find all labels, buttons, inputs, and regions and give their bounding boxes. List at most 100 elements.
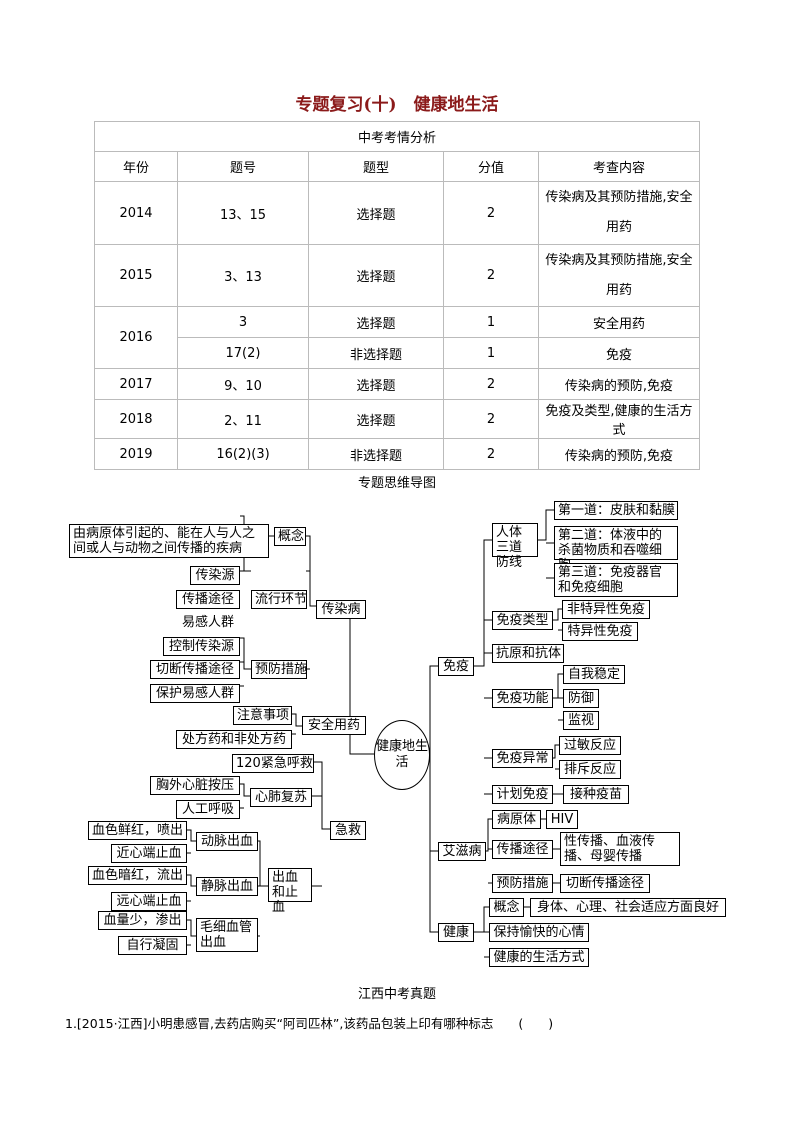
node-healthy-lifestyle: 健康的生活方式	[489, 948, 589, 967]
cell-year: 2014	[94, 181, 178, 245]
node-call-120: 120紧急呼救	[232, 754, 314, 773]
node-line-2: 第二道：体液中的杀菌物质和吞噬细胞	[554, 526, 678, 573]
node-immune-abnormal: 免疫异常	[492, 749, 553, 768]
node-susceptible: 易感人群	[176, 613, 240, 632]
node-planned-immunization: 计划免疫	[492, 785, 553, 804]
table-row: 17(2) 非选择题 1 免疫	[95, 337, 700, 369]
cell-year: 2018	[94, 399, 178, 439]
cell-score: 2	[443, 244, 539, 307]
cell-num: 3	[177, 306, 309, 338]
cell-num: 2、11	[177, 399, 309, 439]
table-row: 2014 13、15 选择题 2 传染病及其预防措施,安全用药	[94, 181, 700, 245]
cell-num: 9、10	[177, 368, 309, 400]
node-health: 健康	[438, 923, 474, 942]
node-health-concept-detail: 身体、心理、社会适应方面良好	[530, 898, 726, 917]
node-aids: 艾滋病	[438, 842, 486, 861]
table-row: 2019 16(2)(3) 非选择题 2 传染病的预防,免疫	[94, 438, 700, 470]
node-prevention: 预防措施	[251, 660, 307, 679]
node-vein-bleeding: 静脉出血	[196, 877, 258, 896]
cell-year: 2017	[94, 368, 178, 400]
cell-score: 2	[443, 181, 539, 245]
node-specific: 特异性免疫	[562, 622, 638, 641]
node-aids-prevention: 预防措施	[492, 874, 553, 893]
node-capillary-bleeding: 毛细血管出血	[196, 918, 258, 952]
node-immunity: 免疫	[438, 657, 474, 676]
cell-score: 2	[443, 368, 539, 400]
cell-type: 选择题	[308, 244, 444, 307]
node-chest-compression: 胸外心脏按压	[150, 776, 240, 795]
node-infection-source: 传染源	[190, 566, 240, 585]
exam-analysis-table: 中考考情分析 年份 题号 题型 分值 考查内容 2014 13、15 选择题 2…	[94, 121, 700, 470]
cell-num: 3、13	[177, 244, 309, 307]
node-nonspecific: 非特异性免疫	[562, 600, 650, 619]
cell-score: 1	[443, 306, 539, 338]
cell-num: 17(2)	[177, 337, 309, 369]
node-infectious-disease: 传染病	[316, 600, 366, 619]
table-row: 2018 2、11 选择题 2 免疫及类型,健康的生活方式	[94, 399, 700, 439]
page-title: 专题复习(十) 健康地生活	[295, 95, 499, 115]
cell-type: 选择题	[308, 306, 444, 338]
mindmap-title: 专题思维导图	[357, 476, 436, 491]
node-three-lines: 人体三道防线	[492, 523, 538, 570]
cell-type: 非选择题	[308, 337, 444, 369]
node-antigen-antibody: 抗原和抗体	[492, 644, 564, 663]
cell-type: 选择题	[308, 181, 444, 245]
node-cpr: 心肺复苏	[250, 788, 312, 807]
table-caption: 中考考情分析	[94, 121, 700, 152]
node-first-aid: 急救	[330, 821, 366, 840]
node-immune-function: 免疫功能	[492, 689, 553, 708]
cell-type: 选择题	[308, 399, 444, 439]
node-artificial-respiration: 人工呼吸	[176, 800, 240, 819]
table-row: 2016 3 选择题 1 安全用药	[94, 306, 700, 369]
node-artery-desc: 血色鲜红，喷出	[88, 821, 187, 840]
node-self-stability: 自我稳定	[563, 665, 625, 684]
mindmap-center: 健康地生活	[374, 720, 430, 790]
col-header-type: 题型	[308, 151, 444, 182]
cell-score: 2	[443, 399, 539, 439]
node-good-mood: 保持愉快的心情	[489, 923, 589, 942]
node-defense: 防御	[563, 689, 599, 708]
node-allergy: 过敏反应	[559, 736, 621, 755]
cell-num: 16(2)(3)	[177, 438, 309, 470]
col-header-score: 分值	[443, 151, 539, 182]
node-prescription: 处方药和非处方药	[176, 730, 292, 749]
cell-type: 选择题	[308, 368, 444, 400]
cell-score: 1	[443, 337, 539, 369]
node-immunity-type: 免疫类型	[492, 611, 553, 630]
cell-content: 传染病的预防,免疫	[538, 368, 700, 400]
cell-content: 传染病及其预防措施,安全用药	[538, 181, 700, 245]
cell-content: 传染病及其预防措施,安全用药	[538, 244, 700, 307]
node-artery-bleeding: 动脉出血	[196, 832, 258, 851]
question-1: 1.[2015·江西]小明患感冒,去药店购买“阿司匹林”,该药品包装上印有哪种标…	[65, 1016, 554, 1031]
node-rejection: 排斥反应	[559, 760, 621, 779]
cell-year: 2015	[94, 244, 178, 307]
col-header-content: 考查内容	[538, 151, 700, 182]
node-vein-stop: 远心端止血	[111, 892, 187, 911]
node-bleeding-stop: 出血和止血	[268, 868, 312, 915]
col-header-year: 年份	[94, 151, 178, 182]
col-header-num: 题号	[177, 151, 309, 182]
node-capillary-desc: 血量少，渗出	[98, 911, 187, 930]
node-vaccination: 接种疫苗	[563, 785, 629, 804]
cell-content: 安全用药	[538, 306, 700, 338]
node-control-source: 控制传染源	[163, 637, 240, 656]
node-hiv: HIV	[546, 810, 578, 829]
node-vein-desc: 血色暗红，流出	[88, 866, 187, 885]
node-line-1: 第一道：皮肤和黏膜	[554, 501, 678, 520]
node-capillary-stop: 自行凝固	[118, 936, 187, 955]
node-concept: 概念	[274, 527, 306, 546]
node-line-3: 第三道：免疫器官和免疫细胞	[554, 563, 678, 597]
node-protect-susceptible: 保护易感人群	[150, 684, 240, 703]
cell-num: 13、15	[177, 181, 309, 245]
node-notes: 注意事项	[233, 706, 292, 725]
cell-year: 2016	[94, 306, 178, 369]
node-safe-medication: 安全用药	[302, 716, 366, 735]
node-cut-route: 切断传播途径	[150, 660, 240, 679]
exam-section-title: 江西中考真题	[357, 987, 436, 1002]
cell-content: 传染病的预防,免疫	[538, 438, 700, 470]
table-row: 2017 9、10 选择题 2 传染病的预防,免疫	[94, 368, 700, 400]
node-surveillance: 监视	[563, 711, 599, 730]
node-aids-route: 传播途径	[492, 840, 553, 859]
node-aids-prevention-detail: 切断传播途径	[560, 874, 650, 893]
node-definition-text: 由病原体引起的、能在人与人之间或人与动物之间传播的疾病	[69, 524, 269, 558]
